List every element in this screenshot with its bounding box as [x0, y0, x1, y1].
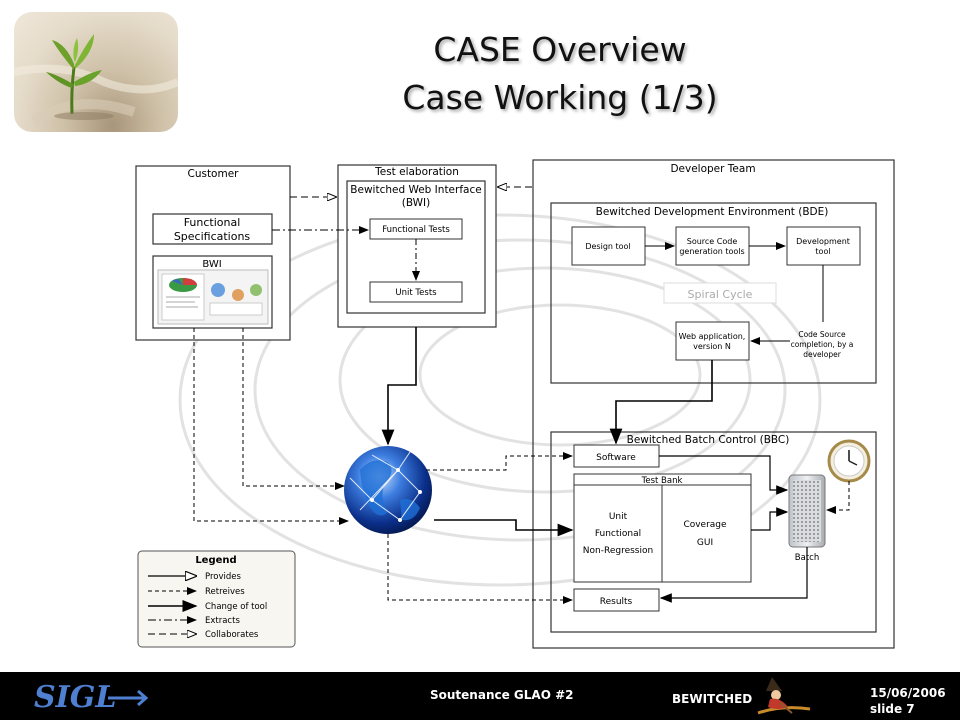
functional-specifications-box	[152, 213, 273, 245]
svg-text:Software: Software	[596, 453, 636, 463]
header-photo-sprout	[14, 12, 178, 132]
svg-text:Bewitched Web Interface: Bewitched Web Interface	[350, 184, 481, 196]
slide-title-line-1: CASE Overview	[433, 30, 687, 69]
test-elaboration-box: Test elaboration Bewitched Web Interface…	[337, 164, 497, 328]
svg-text:Design tool: Design tool	[585, 242, 630, 251]
clock-icon	[827, 439, 871, 483]
design-tool-box	[571, 226, 646, 266]
svg-text:tool: tool	[815, 247, 830, 256]
svg-text:version N: version N	[693, 342, 731, 351]
case-workflow-diagram: Customer Functional Specifications BWI T…	[135, 159, 895, 649]
diagram-connections	[193, 187, 713, 604]
svg-text:Web application,: Web application,	[679, 332, 746, 341]
svg-text:Functional Tests: Functional Tests	[382, 225, 450, 235]
svg-text:SIGL: SIGL	[34, 680, 116, 715]
bbc-box: Bewitched Batch Control (BBC) Software T…	[550, 431, 877, 633]
source-code-generation-box	[675, 226, 750, 266]
internet-globe-icon	[344, 446, 432, 534]
svg-text:Test Bank: Test Bank	[641, 476, 683, 486]
bwi-screenshot	[157, 269, 269, 325]
batch-server-icon	[788, 474, 826, 548]
svg-text:generation tools: generation tools	[679, 247, 744, 256]
svg-text:Collaborates: Collaborates	[205, 630, 259, 640]
witch-logo	[757, 677, 811, 715]
svg-text:Extracts: Extracts	[205, 616, 240, 626]
svg-text:Results: Results	[600, 597, 633, 607]
svg-text:Bewitched Development Environm: Bewitched Development Environment (BDE)	[596, 206, 829, 218]
svg-text:Source Code: Source Code	[687, 237, 738, 246]
customer-title: Customer	[187, 168, 239, 180]
svg-text:Provides: Provides	[205, 572, 242, 582]
customer-box: Customer Functional Specifications BWI	[135, 165, 291, 341]
unit-tests-box	[369, 281, 463, 303]
svg-text:Bewitched Batch Control (BBC): Bewitched Batch Control (BBC)	[627, 434, 790, 446]
footer-slide-number: slide 7	[870, 702, 915, 716]
spiral-cycle-label-box	[663, 282, 777, 304]
web-application-box	[675, 321, 750, 361]
svg-text:GUI: GUI	[697, 538, 713, 548]
svg-text:Retreives: Retreives	[205, 587, 245, 597]
bwi-label: BWI	[202, 259, 221, 270]
svg-text:Test elaboration: Test elaboration	[374, 166, 459, 178]
svg-text:Specifications: Specifications	[174, 230, 251, 243]
footer-bar: SIGL Soutenance GLAO #2 BEWITCHED 15/06/…	[0, 672, 960, 720]
svg-text:(BWI): (BWI)	[402, 197, 431, 209]
spiral-background	[178, 213, 822, 587]
svg-text:Non-Regression: Non-Regression	[583, 546, 653, 556]
svg-text:Coverage: Coverage	[683, 520, 727, 530]
svg-text:Functional: Functional	[184, 216, 241, 229]
footer-brand: BEWITCHED	[672, 692, 753, 706]
svg-text:Legend: Legend	[195, 555, 236, 566]
svg-text:Developer Team: Developer Team	[670, 163, 755, 175]
svg-text:Development: Development	[796, 237, 850, 246]
developer-team-box: Developer Team Bewitched Development Env…	[532, 159, 895, 649]
svg-text:Code Source: Code Source	[798, 330, 846, 339]
development-tool-box	[786, 226, 861, 266]
svg-text:Change of tool: Change of tool	[205, 602, 267, 612]
slide-title-line-2: Case Working (1/3)	[402, 78, 718, 117]
footer-date: 15/06/2006	[870, 686, 946, 700]
results-box	[573, 588, 660, 612]
svg-text:Spiral Cycle: Spiral Cycle	[688, 288, 753, 301]
svg-text:Functional: Functional	[595, 529, 641, 539]
svg-text:Unit: Unit	[609, 512, 628, 522]
svg-text:developer: developer	[803, 350, 841, 359]
bde-box	[550, 202, 877, 384]
sigl-logo: SIGL	[34, 680, 149, 715]
svg-text:Unit Tests: Unit Tests	[395, 288, 437, 298]
legend-box: Legend Provides Retreives Change of tool…	[137, 550, 296, 648]
footer-presentation-title: Soutenance GLAO #2	[430, 688, 574, 702]
svg-text:completion, by a: completion, by a	[791, 340, 854, 349]
